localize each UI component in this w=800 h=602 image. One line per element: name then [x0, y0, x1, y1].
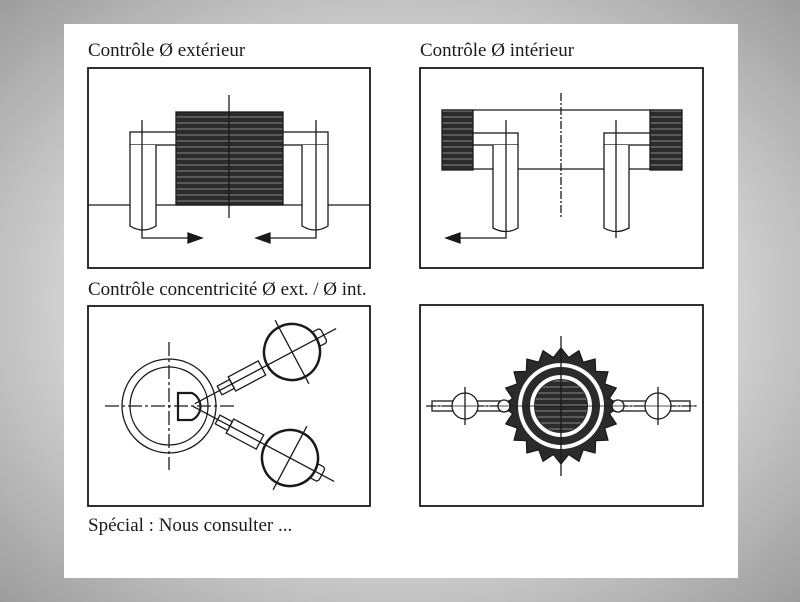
title-outer-diameter: Contrôle Ø extérieur: [88, 40, 246, 61]
title-inner-diameter: Contrôle Ø intérieur: [420, 40, 575, 61]
arrow-right-icon: [187, 232, 204, 244]
panel-concentricity: [87, 305, 371, 507]
special-note: Spécial : Nous consulter ...: [88, 515, 293, 536]
panel-inner-diameter: [419, 67, 704, 269]
panel-outer-diameter: [87, 67, 371, 269]
dial-gauge-upper: [194, 319, 337, 405]
panel-gear: [419, 304, 704, 507]
title-concentricity: Contrôle concentricité Ø ext. / Ø int.: [88, 279, 367, 300]
arrow-left-icon: [254, 232, 271, 244]
arrow-left-icon: [444, 232, 461, 244]
dial-gauge-lower: [192, 405, 335, 491]
